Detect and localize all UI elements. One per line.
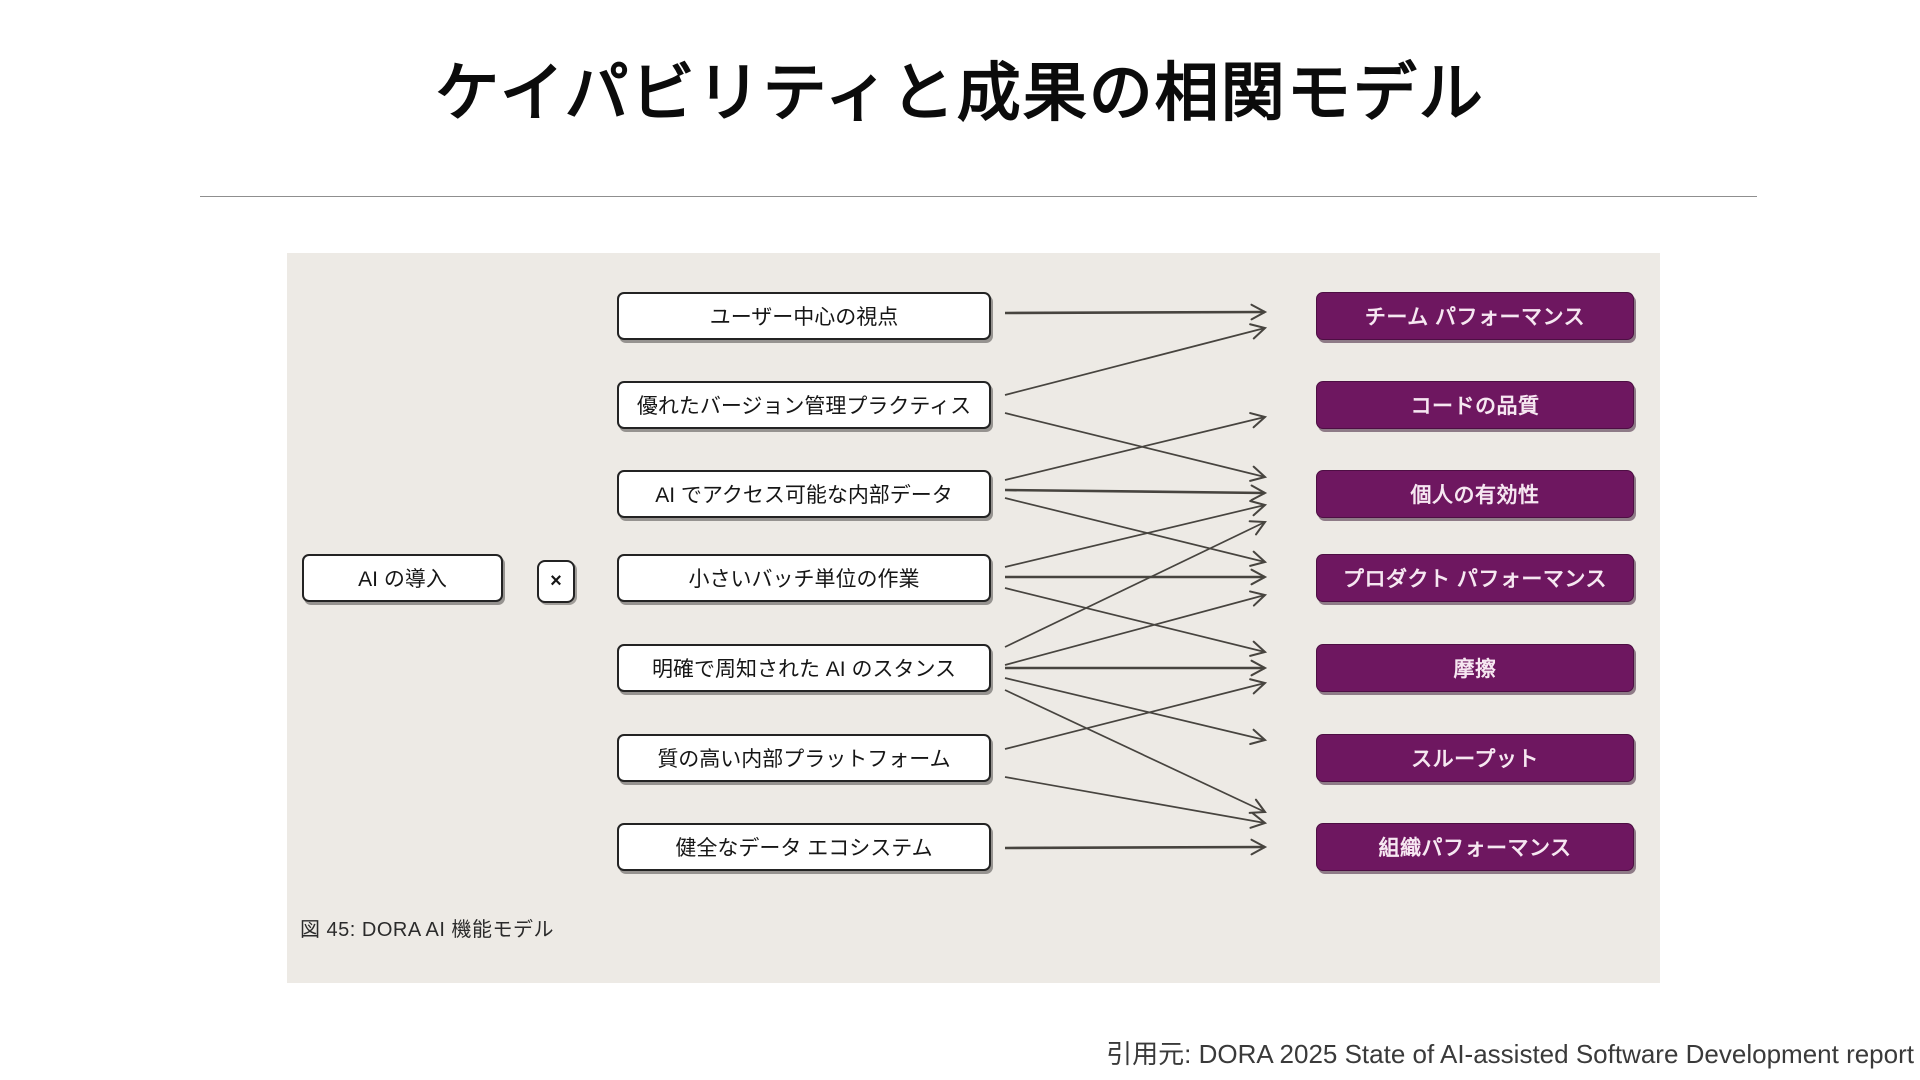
figure-panel: AI の導入 × ユーザー中心の視点 優れたバージョン管理プラクティス AI で… bbox=[287, 253, 1660, 983]
capability-box: ユーザー中心の視点 bbox=[617, 292, 991, 340]
correlation-arrow bbox=[1004, 497, 1268, 567]
outcome-box: 摩擦 bbox=[1316, 644, 1634, 692]
outcome-box: コードの品質 bbox=[1316, 381, 1634, 429]
correlation-arrow bbox=[1004, 500, 1268, 568]
figure-caption: 図 45: DORA AI 機能モデル bbox=[300, 919, 555, 941]
correlation-arrow bbox=[1004, 520, 1267, 648]
correlation-arrow bbox=[1004, 323, 1268, 396]
correlation-arrow bbox=[1004, 587, 1268, 657]
correlation-arrow bbox=[1004, 412, 1268, 482]
multiply-icon: × bbox=[550, 570, 562, 592]
multiply-operator-box: × bbox=[537, 560, 575, 603]
capability-box: 小さいバッチ単位の作業 bbox=[617, 554, 991, 602]
correlation-arrow bbox=[1004, 689, 1267, 814]
outcome-box: スループット bbox=[1316, 734, 1634, 782]
correlation-arrows-layer bbox=[1004, 303, 1268, 856]
page-title: ケイパビリティと成果の相関モデル bbox=[435, 57, 1485, 129]
correlation-arrow bbox=[1004, 412, 1268, 481]
correlation-arrow bbox=[1004, 677, 1268, 745]
capability-box: AI でアクセス可能な内部データ bbox=[617, 470, 991, 518]
correlation-arrow bbox=[1004, 678, 1268, 750]
outcome-box: プロダクト パフォーマンス bbox=[1316, 554, 1634, 602]
title-divider bbox=[200, 196, 1757, 197]
correlation-arrow bbox=[1004, 484, 1268, 502]
ai-adoption-box: AI の導入 bbox=[302, 554, 503, 602]
outcome-box: チーム パフォーマンス bbox=[1316, 292, 1634, 340]
capability-box: 明確で周知された AI のスタンス bbox=[617, 644, 991, 692]
correlation-arrow bbox=[1004, 303, 1268, 321]
ai-adoption-label: AI の導入 bbox=[358, 568, 447, 591]
correlation-arrow bbox=[1004, 838, 1268, 856]
correlation-arrow bbox=[1004, 776, 1268, 829]
source-citation: 引用元: DORA 2025 State of AI-assisted Soft… bbox=[1106, 1039, 1914, 1069]
capability-box: 健全なデータ エコシステム bbox=[617, 823, 991, 871]
outcome-box: 組織パフォーマンス bbox=[1316, 823, 1634, 871]
correlation-arrow bbox=[1004, 590, 1268, 666]
outcome-box: 個人の有効性 bbox=[1316, 470, 1634, 518]
arrow-lines bbox=[1004, 303, 1268, 856]
capability-box: 優れたバージョン管理プラクティス bbox=[617, 381, 991, 429]
capability-box: 質の高い内部プラットフォーム bbox=[617, 734, 991, 782]
